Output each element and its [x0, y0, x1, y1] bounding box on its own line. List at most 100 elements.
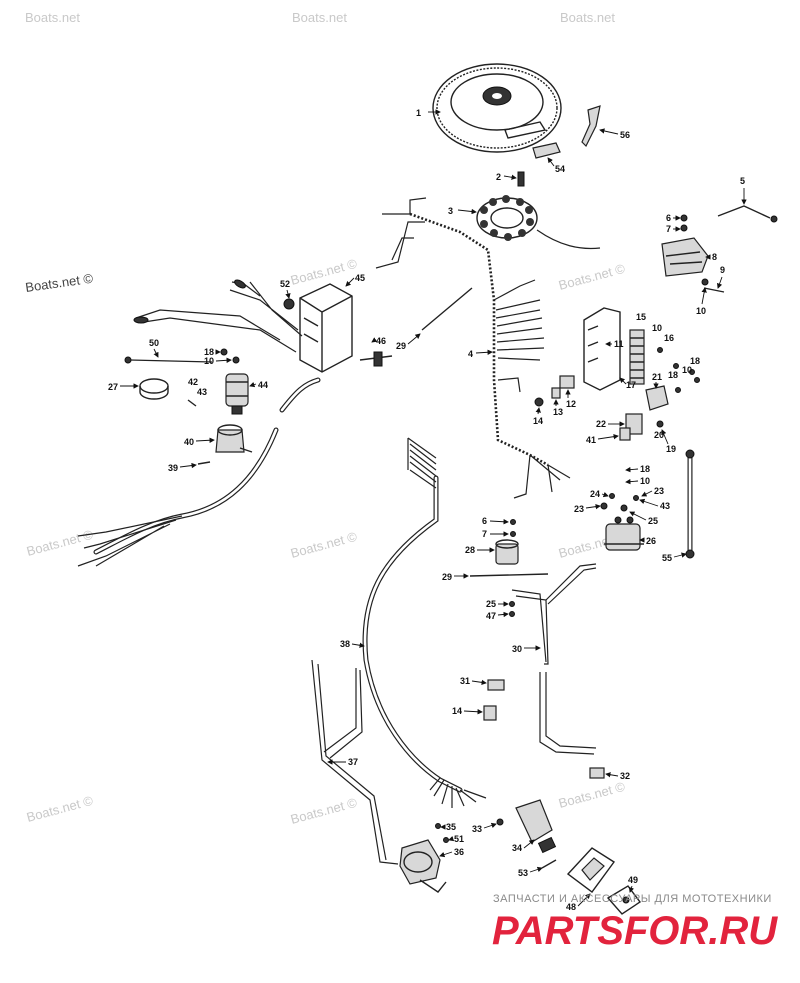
callout-label: 7: [666, 224, 671, 234]
harness-plug: [407, 437, 437, 489]
callout-label: 37: [348, 757, 358, 767]
mount: [495, 539, 519, 565]
nut: [694, 377, 700, 383]
leader-arrow: [371, 337, 378, 343]
brand-logo: PARTSFOR.RU: [492, 909, 778, 953]
leader-arrow: [577, 893, 591, 907]
nut: [633, 495, 639, 501]
watermark: Boats.net: [292, 10, 347, 25]
callout-label: 13: [553, 407, 563, 417]
screw: [509, 611, 515, 617]
leader-arrow: [585, 503, 601, 510]
callout-label: 14: [533, 416, 543, 426]
mounting-plate: [566, 847, 616, 893]
stator-lead: [536, 229, 601, 250]
callout-label: 25: [486, 599, 496, 609]
leader-arrow: [717, 276, 723, 289]
leader-arrow: [345, 277, 355, 287]
leader-arrow: [628, 885, 634, 893]
clamp: [139, 378, 169, 394]
leader-arrow: [529, 866, 543, 873]
leader-arrow: [639, 498, 659, 507]
callout-label: 10: [640, 476, 650, 486]
callout-label: 6: [666, 213, 671, 223]
callout-label: 18: [668, 370, 678, 380]
nut: [657, 347, 663, 353]
callout-label: 31: [460, 676, 470, 686]
leader-arrow: [448, 836, 455, 842]
screw: [703, 287, 725, 293]
watermark: Boats.net: [25, 10, 80, 25]
remote-harness: [362, 475, 463, 793]
callout-label: 16: [664, 333, 674, 343]
flywheel: [432, 63, 562, 153]
callout-label: 41: [586, 435, 596, 445]
callout-label: 14: [452, 706, 462, 716]
nut: [656, 420, 664, 428]
wiring-harness: [375, 197, 571, 499]
callout-label: 6: [482, 516, 487, 526]
callout-label: 5: [740, 176, 745, 186]
clip: [487, 679, 505, 691]
callout-label: 43: [660, 501, 670, 511]
starter-solenoid: [604, 516, 644, 551]
watermark: Boats.net: [560, 10, 615, 25]
callout-label: 47: [486, 611, 496, 621]
washer: [510, 519, 516, 525]
battery-lead: [511, 563, 597, 665]
fuse: [619, 427, 631, 441]
ground-strap: [717, 205, 771, 219]
callout-label: 45: [355, 273, 365, 283]
callout-label: 4: [468, 349, 473, 359]
clip: [483, 705, 497, 721]
terminal: [133, 316, 149, 324]
leader-arrow: [523, 839, 535, 849]
leader-arrow: [599, 128, 619, 135]
leader-arrow: [601, 492, 609, 498]
battery-lead: [539, 672, 597, 755]
callout-label: 2: [496, 172, 501, 182]
washer: [509, 601, 515, 607]
leader-arrow: [489, 519, 509, 525]
callout-label: 43: [197, 387, 207, 397]
callout-label: 52: [280, 279, 290, 289]
clip: [589, 767, 605, 779]
warning-horn: [399, 839, 447, 893]
washer: [620, 504, 628, 512]
relay: [645, 385, 669, 411]
leader-arrow: [625, 478, 639, 485]
leader-arrow: [407, 333, 421, 345]
leader-arrow: [475, 349, 493, 355]
watermark: Boats.net ©: [289, 529, 359, 561]
nut: [673, 363, 679, 369]
watermark: Boats.net ©: [557, 261, 627, 293]
screw: [435, 823, 441, 829]
screw: [197, 461, 211, 465]
cable-leads: [77, 515, 183, 567]
nut: [680, 214, 688, 222]
callout-label: 28: [465, 545, 475, 555]
leader-arrow: [605, 772, 619, 778]
leader-arrow: [285, 289, 291, 299]
washer: [680, 224, 688, 232]
flywheel-key: [532, 142, 561, 159]
callout-label: 26: [646, 536, 656, 546]
callout-label: 33: [472, 824, 482, 834]
callout-label: 56: [620, 130, 630, 140]
callout-label: 54: [555, 164, 565, 174]
leader-arrow: [351, 642, 365, 648]
terminal-block: [629, 329, 645, 385]
switch-box-leads: [135, 281, 303, 353]
stator: [476, 195, 538, 241]
nut: [689, 369, 695, 375]
wire-lead: [469, 573, 549, 577]
callout-label: 17: [626, 380, 636, 390]
leader-arrow: [471, 679, 487, 686]
screw: [283, 298, 295, 310]
callout-label: 20: [654, 430, 664, 440]
callout-label: 53: [518, 868, 528, 878]
callout-label: 46: [376, 336, 386, 346]
callout-label: 12: [566, 399, 576, 409]
watermark: Boats.net ©: [25, 793, 95, 825]
